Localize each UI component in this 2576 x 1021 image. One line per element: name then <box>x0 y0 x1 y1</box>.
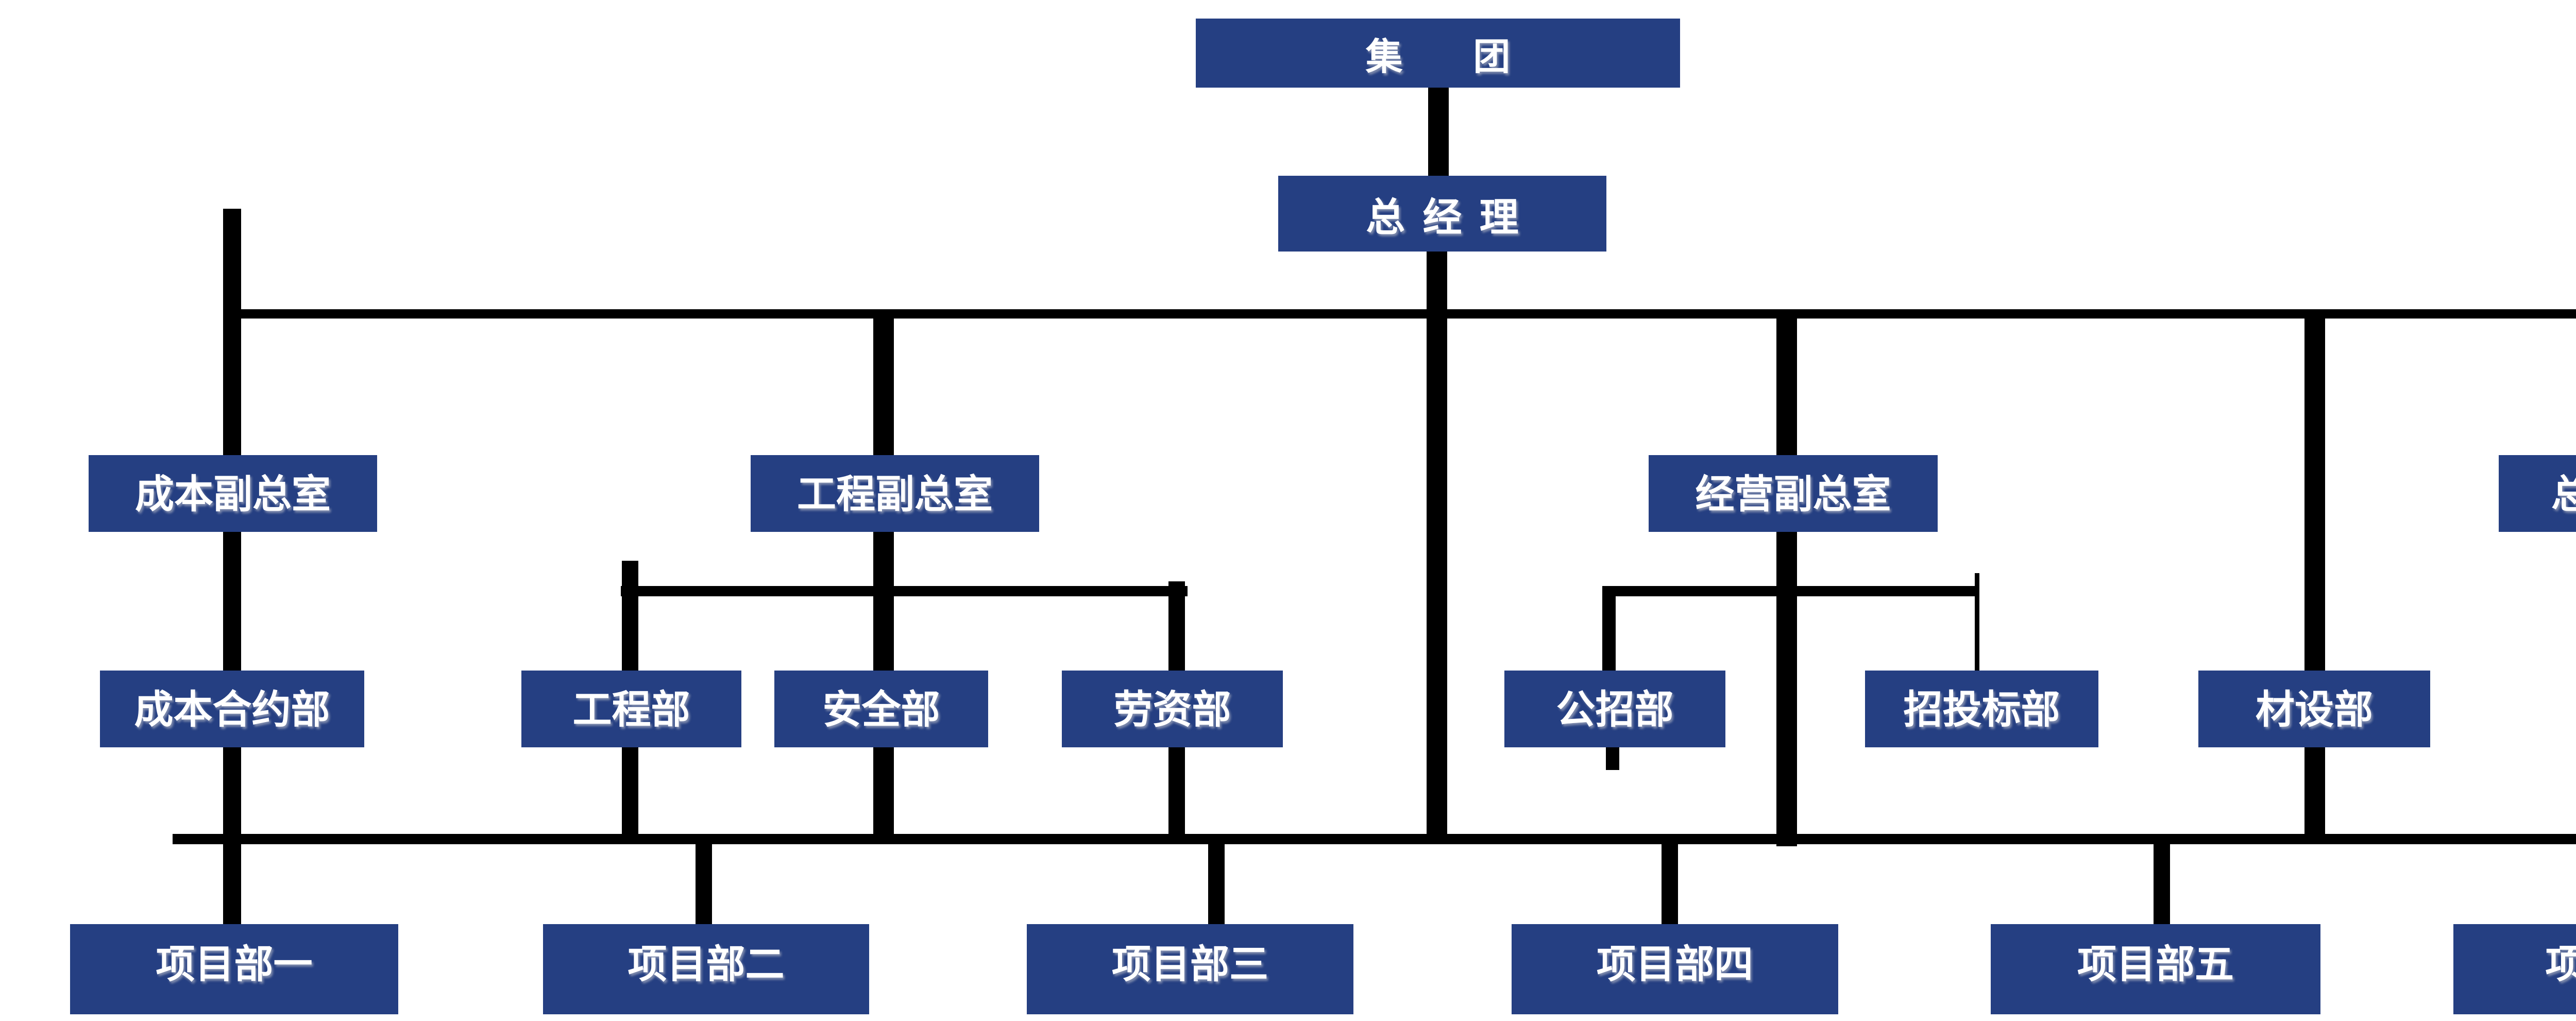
node-project-dept-1: 项目部一 <box>70 924 398 1014</box>
node-project-dept-5-label: 项目部五 <box>2077 942 2234 986</box>
node-operations-deputy-office: 经营副总室 <box>1649 455 1938 532</box>
node-chief-engineer-office: 总工室 <box>2499 455 2576 532</box>
connector-engineering-sub-bus <box>621 586 1188 596</box>
connector-cost-branch-vertical <box>223 209 241 925</box>
node-engineering-dept: 工程部 <box>521 671 741 747</box>
node-tendering-dept-label: 招投标部 <box>1903 688 2060 732</box>
node-engineering-dept-label: 工程部 <box>572 688 690 732</box>
node-project-dept-1-label: 项目部一 <box>156 942 313 986</box>
node-tendering-dept: 招投标部 <box>1865 671 2098 747</box>
node-project-dept-2: 项目部二 <box>543 924 869 1014</box>
connector-gm-trunk <box>1427 250 1447 839</box>
node-cost-contract-dept: 成本合约部 <box>100 671 364 747</box>
node-materials-equipment-dept: 材设部 <box>2198 671 2430 747</box>
node-project-dept-5: 项目部五 <box>1991 924 2320 1014</box>
node-cost-contract-dept-label: 成本合约部 <box>134 688 330 732</box>
node-project-dept-3: 项目部三 <box>1027 924 1353 1014</box>
node-engineering-deputy-office-label: 工程副总室 <box>797 472 993 516</box>
node-engineering-deputy-office: 工程副总室 <box>751 455 1039 532</box>
node-materials-equipment-dept-label: 材设部 <box>2256 688 2373 732</box>
node-cost-deputy-office: 成本副总室 <box>89 455 377 532</box>
connector-group-to-gm <box>1428 88 1449 178</box>
node-general-manager: 总经理 <box>1278 176 1606 252</box>
node-labor-dept: 劳资部 <box>1062 671 1283 747</box>
connector-operations-sub-bus <box>1602 586 1979 596</box>
node-public-bidding-dept-label: 公招部 <box>1556 688 1674 732</box>
node-safety-dept-label: 安全部 <box>822 688 940 732</box>
node-operations-deputy-office-label: 经营副总室 <box>1695 472 1891 516</box>
node-project-dept-4-label: 项目部四 <box>1597 942 1753 986</box>
connector-project2-stub <box>696 843 712 925</box>
connector-project5-stub <box>2154 843 2170 925</box>
connector-tendering-thin-vertical <box>1975 573 1979 672</box>
node-group: 集团 <box>1196 19 1680 88</box>
node-project-dept-n-label: 项目部N <box>2545 942 2576 986</box>
node-project-dept-2-label: 项目部二 <box>628 942 785 986</box>
connector-materials-branch-vertical <box>2304 317 2325 844</box>
node-chief-engineer-office-label: 总工室 <box>2551 462 2576 519</box>
node-project-dept-3-label: 项目部三 <box>1112 942 1268 986</box>
node-public-bidding-dept: 公招部 <box>1504 671 1725 747</box>
connector-project4-stub <box>1662 843 1678 925</box>
node-group-label: 集团 <box>1365 36 1581 78</box>
node-cost-deputy-office-label: 成本副总室 <box>135 472 331 516</box>
node-project-dept-n: 项目部N <box>2453 924 2576 1014</box>
connector-public-bidding-stub-top <box>1602 595 1616 672</box>
node-safety-dept: 安全部 <box>774 671 988 747</box>
node-project-dept-4: 项目部四 <box>1512 924 1838 1014</box>
connector-project3-stub <box>1208 843 1225 925</box>
connector-bottom-horizontal-bus <box>173 834 2576 844</box>
connector-engineering-branch-vertical <box>873 317 894 835</box>
node-general-manager-label: 总经理 <box>1366 195 1536 240</box>
connector-operations-branch-vertical <box>1776 317 1797 846</box>
node-labor-dept-label: 劳资部 <box>1113 688 1231 732</box>
connector-main-horizontal-bus <box>223 309 2576 319</box>
